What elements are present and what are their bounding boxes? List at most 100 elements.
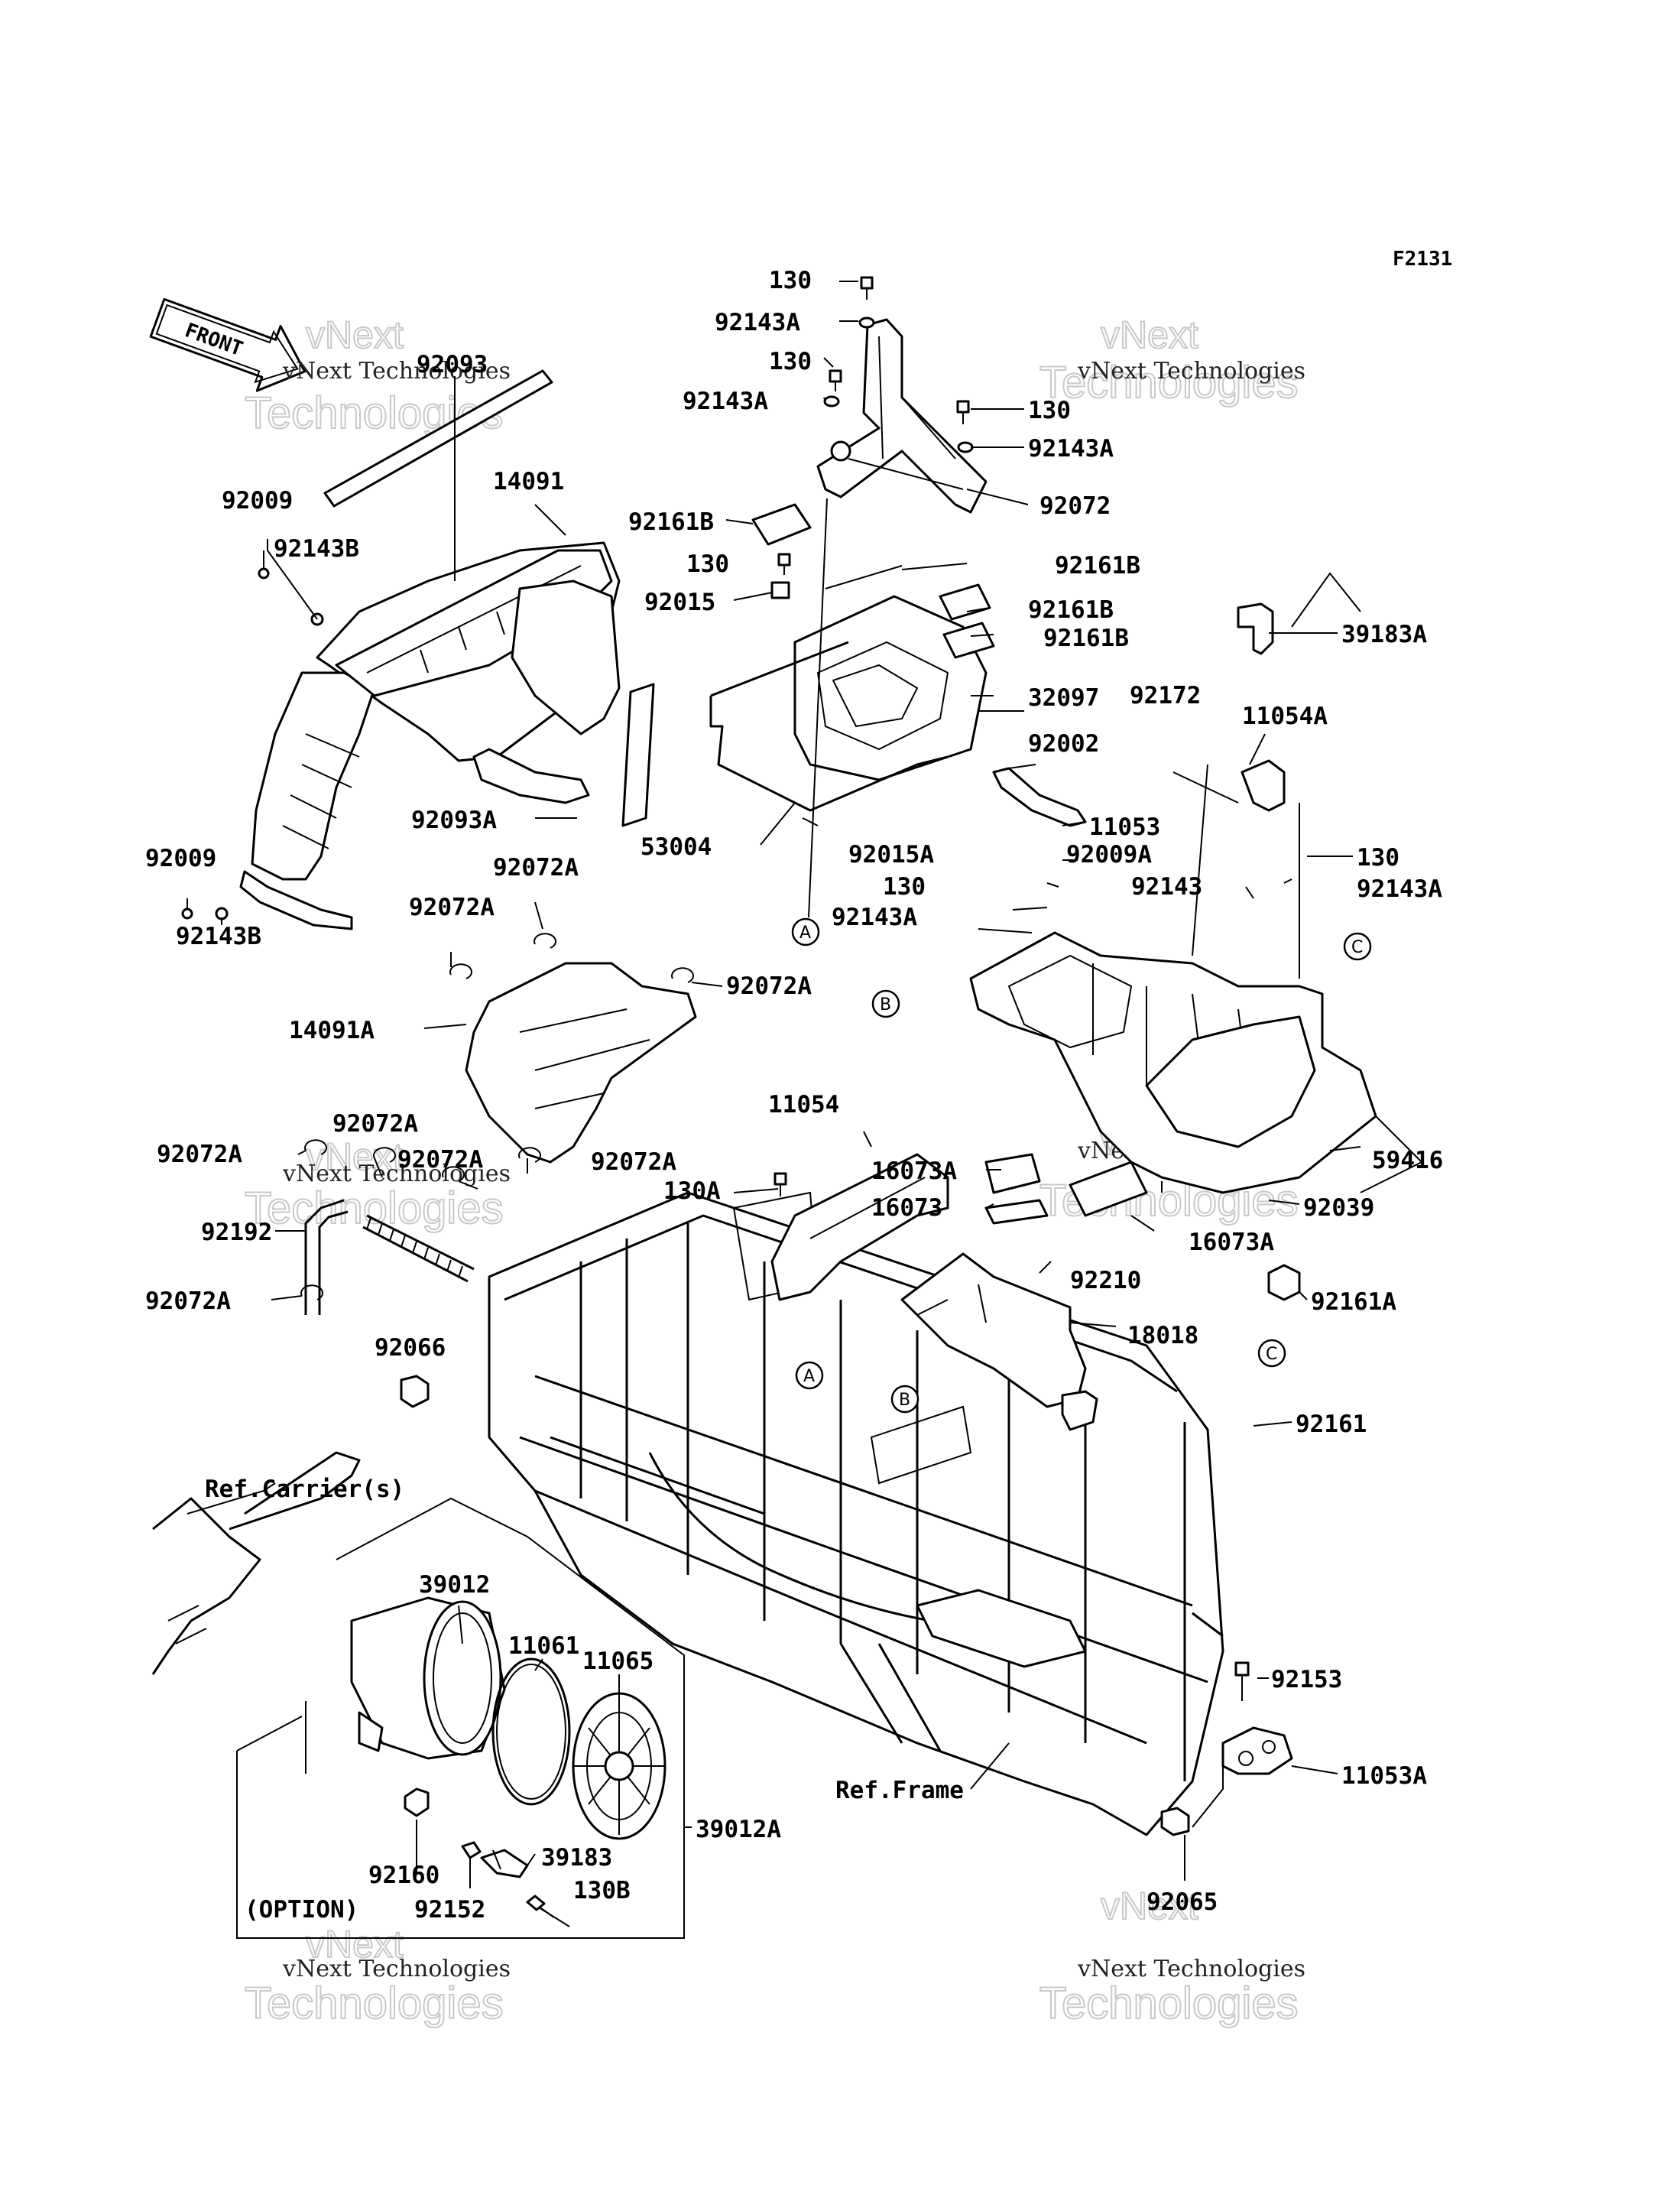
label-92009: 92009 bbox=[145, 845, 216, 872]
front-arrow-icon: FRONT bbox=[149, 297, 306, 392]
carrier-ref bbox=[151, 1451, 361, 1675]
bracket-11054A bbox=[1241, 759, 1286, 812]
headlight-housing-39012 bbox=[350, 1596, 506, 1760]
label-53004: 53004 bbox=[641, 833, 712, 861]
nut-92160 bbox=[404, 1787, 430, 1817]
bolt-icon bbox=[1160, 1661, 1250, 1836]
leader-lines bbox=[186, 281, 1361, 1927]
cushion-92066 bbox=[400, 1375, 430, 1408]
ring-11061 bbox=[491, 1657, 571, 1806]
socket-39183 bbox=[461, 1841, 529, 1878]
svg-text:vNext Technologies: vNext Technologies bbox=[1077, 1956, 1305, 1982]
label-92072A: 92072A bbox=[409, 894, 495, 921]
option-label: (OPTION) bbox=[245, 1896, 358, 1924]
svg-text:vNext Technologies: vNext Technologies bbox=[1077, 358, 1305, 385]
label-92143A: 92143A bbox=[715, 309, 800, 336]
label-92039: 92039 bbox=[1303, 1194, 1374, 1222]
grommet-92161A bbox=[1267, 1264, 1301, 1301]
label-39012: 39012 bbox=[419, 1571, 490, 1599]
label-11054: 11054 bbox=[768, 1091, 839, 1118]
label-92066: 92066 bbox=[375, 1334, 446, 1362]
label-92072A: 92072A bbox=[397, 1146, 483, 1174]
label-92210: 92210 bbox=[1070, 1267, 1141, 1294]
svg-text:B: B bbox=[880, 995, 891, 1015]
label-130: 130 bbox=[1028, 397, 1071, 424]
rack-59416 bbox=[969, 931, 1423, 1194]
label-92143A: 92143A bbox=[1357, 875, 1442, 903]
svg-text:B: B bbox=[899, 1391, 910, 1410]
label-92072A: 92072A bbox=[145, 1287, 231, 1315]
label-92093: 92093 bbox=[417, 351, 488, 378]
svg-text:Technologies: Technologies bbox=[1039, 358, 1299, 407]
label-130B: 130B bbox=[573, 1877, 631, 1904]
label-11061: 11061 bbox=[508, 1632, 579, 1660]
guard-14091A bbox=[465, 962, 697, 1164]
sheet-53004 bbox=[709, 641, 949, 826]
label-16073: 16073 bbox=[871, 1194, 942, 1222]
label-16073A: 16073A bbox=[871, 1157, 957, 1185]
label-92015: 92015 bbox=[644, 589, 715, 616]
label-16073A: 16073A bbox=[1189, 1229, 1274, 1256]
label-92143B: 92143B bbox=[274, 535, 359, 563]
label-92161: 92161 bbox=[1296, 1411, 1367, 1438]
pads-16073 bbox=[984, 1153, 1148, 1225]
label-92161B: 92161B bbox=[1043, 625, 1129, 652]
label-92072A: 92072A bbox=[332, 1110, 418, 1138]
label-92143A: 92143A bbox=[683, 388, 768, 415]
bracket-11054 bbox=[770, 1153, 949, 1301]
bracket-39183A bbox=[1237, 602, 1274, 655]
label-92143A: 92143A bbox=[1028, 435, 1114, 463]
cover-32097 bbox=[793, 595, 988, 781]
label-92072A: 92072A bbox=[157, 1141, 242, 1168]
label-130: 130 bbox=[1357, 844, 1399, 872]
ref-frame-label: Ref.Frame bbox=[835, 1777, 964, 1804]
svg-text:A: A bbox=[799, 924, 811, 943]
label-39183A: 39183A bbox=[1341, 621, 1427, 648]
svg-text:vNext: vNext bbox=[1101, 313, 1198, 356]
label-92161B: 92161B bbox=[1055, 552, 1140, 580]
svg-text:A: A bbox=[803, 1367, 815, 1386]
label-11053A: 11053A bbox=[1341, 1762, 1427, 1790]
label-92143A: 92143A bbox=[832, 904, 917, 931]
label-92072: 92072 bbox=[1039, 492, 1111, 520]
label-92161B: 92161B bbox=[1028, 596, 1114, 624]
label-130A: 130A bbox=[663, 1177, 721, 1205]
label-14091A: 14091A bbox=[289, 1017, 375, 1044]
svg-text:vNext: vNext bbox=[306, 313, 404, 356]
label-130: 130 bbox=[769, 267, 812, 294]
lens-11065 bbox=[572, 1692, 666, 1840]
label-92015A: 92015A bbox=[848, 841, 934, 868]
label-130: 130 bbox=[686, 550, 729, 578]
label-39183: 39183 bbox=[541, 1844, 612, 1872]
label-92152: 92152 bbox=[414, 1896, 485, 1924]
label-11053: 11053 bbox=[1089, 813, 1160, 841]
label-11054A: 11054A bbox=[1242, 703, 1328, 730]
label-92161B: 92161B bbox=[628, 508, 714, 536]
label-11065: 11065 bbox=[582, 1648, 654, 1675]
label-130: 130 bbox=[883, 873, 926, 901]
part-labels: 130 92143A 130 92143A 130 92143A 92072 9… bbox=[145, 267, 1443, 1924]
svg-text:Technologies: Technologies bbox=[245, 1979, 504, 2028]
label-130: 130 bbox=[769, 348, 812, 375]
label-92002: 92002 bbox=[1028, 730, 1099, 758]
watermark: vNext Technologies vNext Technologies vN… bbox=[244, 313, 1305, 2029]
bolt-icon bbox=[774, 1172, 787, 1196]
svg-text:vNext: vNext bbox=[1101, 1885, 1198, 1927]
bracket-11053 bbox=[992, 767, 1087, 827]
grommet-92161 bbox=[1061, 1390, 1098, 1431]
label-92153: 92153 bbox=[1271, 1666, 1342, 1693]
label-92172: 92172 bbox=[1130, 682, 1201, 709]
callout-a: A A bbox=[791, 917, 824, 1390]
fender-14091 bbox=[239, 541, 621, 930]
option-box bbox=[236, 1497, 685, 1939]
label-59416: 59416 bbox=[1372, 1147, 1443, 1174]
seal-92093A bbox=[621, 683, 655, 827]
label-92143B: 92143B bbox=[176, 923, 261, 950]
callout-b: B B bbox=[871, 989, 919, 1414]
seal-92093 bbox=[323, 369, 553, 508]
svg-text:Technologies: Technologies bbox=[245, 1183, 504, 1233]
callout-c: C C bbox=[1257, 932, 1372, 1368]
label-92072A: 92072A bbox=[591, 1148, 676, 1176]
plate-18018 bbox=[900, 1252, 1087, 1408]
